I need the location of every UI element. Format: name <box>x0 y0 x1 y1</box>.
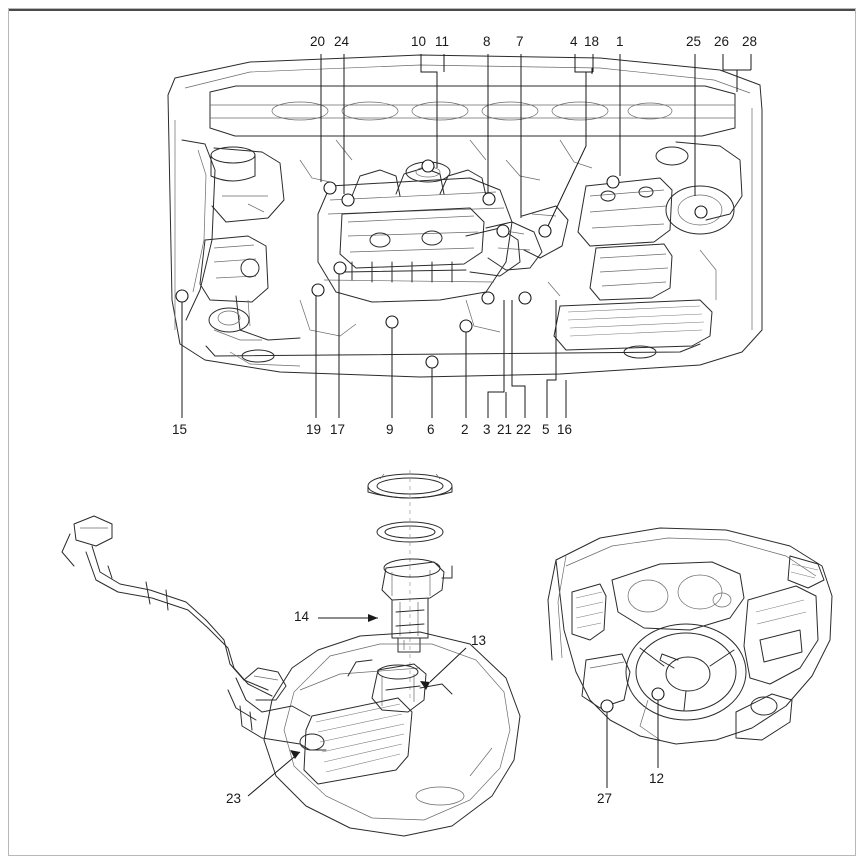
engine-bay-markers-top <box>323 159 708 238</box>
fuel-tank-art <box>61 470 521 837</box>
instrument-panel-leaders <box>606 700 659 788</box>
page-top-rule <box>8 9 856 11</box>
callout-12: 12 <box>649 771 665 786</box>
callout-14: 14 <box>294 609 310 624</box>
engine-bay-leaders-bottom <box>181 270 567 418</box>
instrument-panel-art <box>547 527 833 745</box>
callout-18: 18 <box>584 34 600 49</box>
callout-13: 13 <box>471 633 487 648</box>
callout-24: 24 <box>334 34 350 49</box>
callout-1: 1 <box>616 34 624 49</box>
callout-17: 17 <box>330 422 346 437</box>
callout-10: 10 <box>411 34 427 49</box>
callout-6: 6 <box>427 422 435 437</box>
callout-20: 20 <box>310 34 326 49</box>
callout-22: 22 <box>516 422 532 437</box>
page-border <box>8 8 856 856</box>
callout-16: 16 <box>557 422 573 437</box>
callout-23: 23 <box>226 791 242 806</box>
engine-bay-markers-bottom <box>175 261 532 369</box>
engine-bay-art <box>167 54 763 378</box>
callout-9: 9 <box>386 422 394 437</box>
callout-3: 3 <box>483 422 491 437</box>
callout-11: 11 <box>435 34 450 49</box>
callout-26: 26 <box>714 34 730 49</box>
fuel-tank-arrowheads <box>290 614 430 759</box>
callout-4: 4 <box>570 34 578 49</box>
callout-2: 2 <box>461 422 469 437</box>
callout-15: 15 <box>172 422 188 437</box>
callout-19: 19 <box>306 422 322 437</box>
engine-bay-leaders-top <box>320 54 752 227</box>
callout-7: 7 <box>516 34 524 49</box>
callout-28: 28 <box>742 34 758 49</box>
callout-5: 5 <box>542 422 550 437</box>
callout-21: 21 <box>497 422 513 437</box>
instrument-panel-markers <box>600 687 665 713</box>
callout-8: 8 <box>483 34 491 49</box>
callout-27: 27 <box>597 791 613 806</box>
callout-25: 25 <box>686 34 702 49</box>
